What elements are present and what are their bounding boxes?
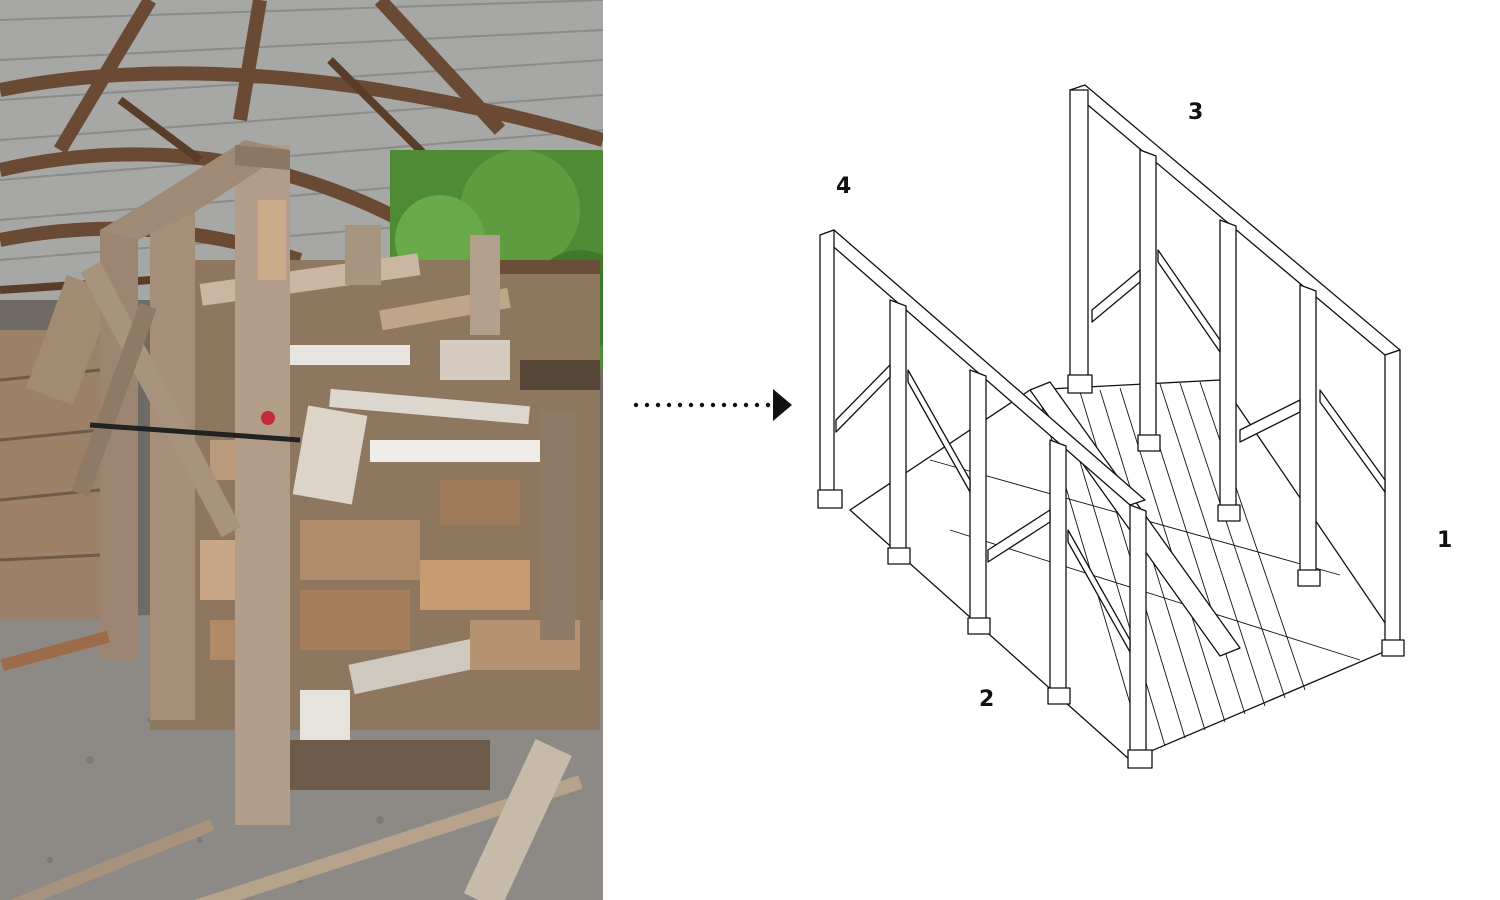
- back-wall: [1067, 84, 1405, 657]
- rack-photo-illustration: [0, 0, 603, 900]
- label-2: 2: [979, 687, 995, 712]
- label-1: 1: [1437, 528, 1453, 553]
- front-wall: [817, 229, 1153, 769]
- floor-deck: [849, 379, 1401, 761]
- dotted-arrow-right-icon: [633, 389, 792, 421]
- rack-isometric-drawing: [817, 84, 1405, 769]
- label-4: 4: [836, 174, 852, 199]
- label-3: 3: [1188, 100, 1204, 125]
- rack-photo: [0, 0, 603, 900]
